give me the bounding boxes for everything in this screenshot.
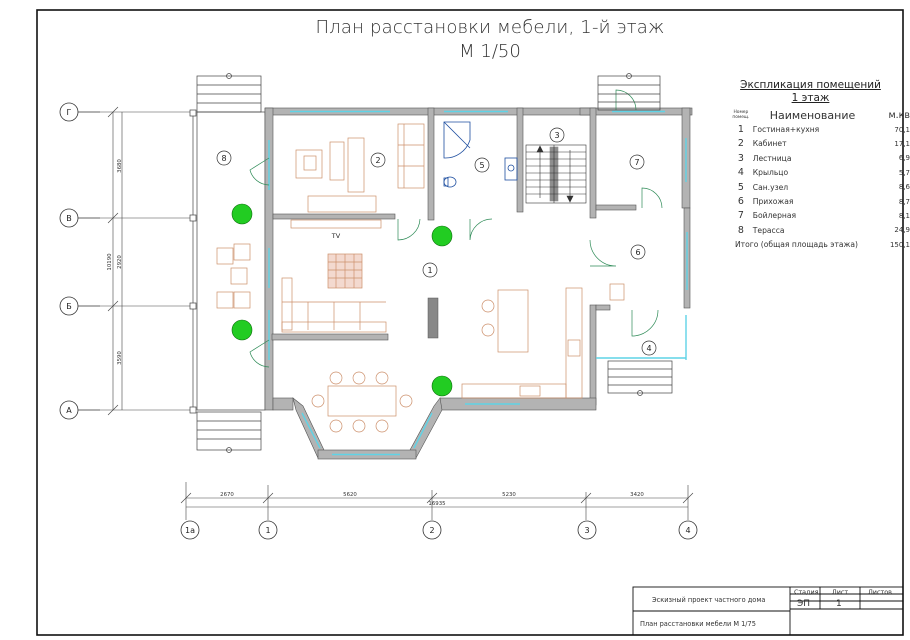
dimension-left-3: 3590 <box>117 351 123 365</box>
plants <box>231 203 453 397</box>
row-name: Бойлерная <box>752 211 797 221</box>
bathroom-fixtures <box>443 121 518 188</box>
room-number-6: 6 <box>635 248 640 257</box>
axis-a: А <box>66 406 72 415</box>
row-area: 5,7 <box>898 168 910 177</box>
column <box>427 297 439 339</box>
dimension-left-2: 2920 <box>117 255 123 269</box>
row-area: 8,1 <box>898 211 910 220</box>
row-number: 3 <box>737 152 744 164</box>
stamp-project: Эскизный проект частного дома <box>652 596 766 604</box>
axis-markers: 1а 1 2 3 4 Г В Б А <box>59 102 698 540</box>
room-numbers: 1 2 3 4 5 6 7 8 TV <box>216 127 657 356</box>
tv-label: TV <box>331 232 341 240</box>
windows <box>268 110 688 456</box>
axis-b: Б <box>66 302 72 311</box>
table-row: 4 Крыльцо 5,7 <box>731 166 910 180</box>
row-area: 8,6 <box>898 183 910 192</box>
table-row: 5 Сан.узел 8,6 <box>731 180 910 194</box>
row-number: 8 <box>737 224 744 236</box>
row-area: 17,1 <box>894 139 910 148</box>
stamp-stage-value: ЭП <box>797 599 811 609</box>
row-number: 5 <box>737 181 744 193</box>
porch-steps <box>597 73 673 396</box>
row-number: 1 <box>737 124 744 136</box>
explication-table: Номер помещ. Наименование м.кв 1 Гостина… <box>731 108 910 252</box>
axis-g: Г <box>67 108 72 117</box>
row-name: Прихожая <box>752 197 794 207</box>
stamp-stage-label: Стадия <box>794 588 819 596</box>
row-area: 70,1 <box>894 125 910 134</box>
room-number-8: 8 <box>221 154 226 163</box>
axis-2: 2 <box>429 526 434 535</box>
room-number-1: 1 <box>427 266 432 275</box>
table-total-row: Итого (общая площадь этажа) 150,1 <box>731 238 910 252</box>
row-number: 6 <box>737 196 744 208</box>
explication-header-row: Номер помещ. Наименование м.кв <box>731 108 910 122</box>
row-number: 7 <box>737 210 744 222</box>
dimension-bottom-1: 2670 <box>220 492 234 498</box>
row-name: Крыльцо <box>752 168 789 178</box>
row-area: 8,7 <box>898 197 910 206</box>
stamp-sheets-label: Листов <box>868 588 892 596</box>
sheet-title: План расстановки мебели, 1-й этаж <box>315 17 665 38</box>
stamp-sheet-label: Лист <box>831 588 849 596</box>
sheet-frame <box>36 9 904 636</box>
dimension-left-1: 3680 <box>117 159 123 173</box>
total-label: Итого (общая площадь этажа) <box>735 240 858 250</box>
row-name: Кабинет <box>752 139 787 149</box>
row-number: 2 <box>737 138 744 150</box>
axis-1: 1 <box>265 526 270 535</box>
dimension-bottom-3: 5230 <box>502 492 516 498</box>
table-row: 1 Гостиная+кухня 70,1 <box>731 122 910 136</box>
row-number: 4 <box>737 167 744 179</box>
explication-subtitle: 1 этаж <box>791 92 830 104</box>
dimension-bottom-total: 16935 <box>428 501 445 507</box>
stamp-sheet-name: План расстановки мебели М 1/75 <box>640 620 756 628</box>
room-number-2: 2 <box>375 156 380 165</box>
dimension-left-total: 10190 <box>107 253 113 271</box>
stamp-sheet-value: 1 <box>836 599 842 609</box>
row-name: Гостиная+кухня <box>752 125 820 135</box>
row-area: 6,9 <box>898 154 910 163</box>
axis-v: В <box>66 214 72 223</box>
table-row: 3 Лестница 6,9 <box>731 151 910 165</box>
total-value: 150,1 <box>889 240 910 249</box>
dimension-bottom-4: 3420 <box>630 492 644 498</box>
row-name: Терасса <box>752 225 785 235</box>
table-row: 6 Прихожая 8,7 <box>731 194 910 208</box>
room-number-3: 3 <box>554 131 559 140</box>
room-number-5: 5 <box>479 161 484 170</box>
axis-3: 3 <box>584 526 589 535</box>
doors <box>249 89 663 368</box>
room-number-4: 4 <box>646 344 651 353</box>
furniture <box>216 123 625 433</box>
axis-4: 4 <box>685 526 690 535</box>
header-name: Наименование <box>769 108 856 122</box>
axis-1a: 1а <box>185 526 195 535</box>
terrace <box>189 73 266 453</box>
sheet-scale: М 1/50 <box>459 41 521 62</box>
row-name: Лестница <box>752 153 792 163</box>
row-area: 24,9 <box>894 226 910 235</box>
table-row: 2 Кабинет 17,1 <box>731 137 910 151</box>
staircase <box>525 144 587 204</box>
explication-title: Экспликация помещений <box>740 79 881 91</box>
title-block-frame <box>632 586 904 636</box>
row-name: Сан.узел <box>752 182 789 192</box>
table-row: 7 Бойлерная 8,1 <box>731 209 910 223</box>
header-number: Номер помещ. <box>732 110 750 121</box>
dimension-bottom-2: 5620 <box>343 492 357 498</box>
room-number-7: 7 <box>634 158 639 167</box>
table-row: 8 Терасса 24,9 <box>731 223 910 237</box>
header-area: м.кв <box>888 109 910 121</box>
dimension-lines <box>100 106 694 520</box>
